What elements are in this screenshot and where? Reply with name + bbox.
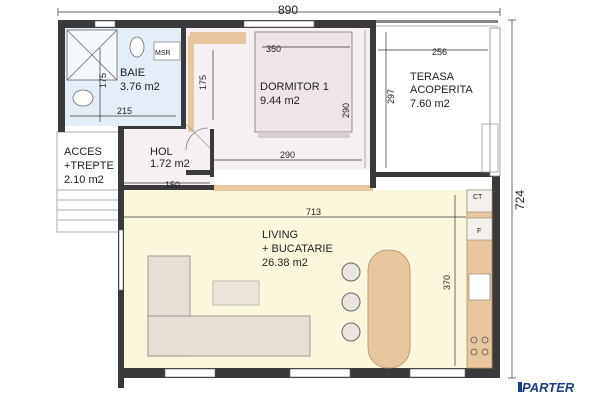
bar-stool-1	[341, 262, 361, 282]
living-name-2: + BUCATARIE	[262, 243, 333, 255]
floor-label: PARTER	[522, 380, 575, 395]
access-name-2: +TREPTE	[64, 160, 114, 172]
tv-console	[213, 185, 373, 191]
access-area: 2.10 m2	[64, 174, 104, 186]
hall-door-swing	[185, 127, 209, 151]
hall-area: 1.72 m2	[150, 158, 190, 170]
kitchen-sink	[468, 273, 491, 301]
terrace-height-dim: 297	[386, 89, 396, 104]
f-box	[466, 217, 493, 241]
hall-name: HOL	[150, 146, 173, 158]
coffee-table	[212, 280, 260, 306]
kitchen-island	[367, 249, 411, 369]
msr-box	[153, 41, 181, 61]
dimension-lines	[57, 8, 516, 379]
living-name-1: LIVING	[262, 229, 298, 241]
bath-side-dim: 175	[98, 73, 108, 88]
floor-label-accent	[518, 382, 522, 392]
shower	[66, 29, 118, 81]
windows	[94, 20, 466, 378]
terrace-name-2: ACOPERITA	[410, 84, 473, 96]
bedroom-name: DORMITOR 1	[260, 81, 329, 93]
bedroom-wardrobe	[190, 32, 246, 44]
bar-stool-2	[341, 292, 361, 312]
msr-label: MSR	[155, 50, 171, 57]
bath-name: BAIE	[120, 67, 145, 79]
overall-width-label: 890	[278, 3, 298, 17]
ct-box	[466, 189, 493, 213]
access-name-1: ACCES	[64, 146, 102, 158]
sofa	[147, 255, 311, 357]
bed-footboard	[258, 132, 350, 138]
hall-floor	[124, 128, 214, 185]
overall-height-label: 724	[513, 190, 527, 210]
bedroom-door-swing	[185, 123, 211, 149]
bed-width-dim: 350	[266, 44, 281, 54]
bath-area: 3.76 m2	[120, 81, 160, 93]
f-label: F	[477, 228, 481, 235]
bedroom-area: 9.44 m2	[260, 95, 300, 107]
living-area: 26.38 m2	[262, 257, 308, 269]
toilet	[129, 36, 145, 58]
ct-label: CT	[473, 194, 483, 201]
living-height-dim: 370	[442, 275, 452, 290]
cooktop	[470, 336, 489, 356]
bedroom-height-dim: 290	[341, 103, 351, 118]
sink	[72, 89, 94, 107]
bath-bottom-dim: 215	[117, 106, 132, 116]
terrace-floor	[375, 28, 501, 176]
terrace-area: 7.60 m2	[410, 98, 450, 110]
living-width-dim: 713	[306, 207, 321, 217]
bedroom-left-dim: 175	[198, 75, 208, 90]
access-steps	[56, 131, 120, 233]
terrace-name-1: TERASA	[410, 71, 455, 83]
bar-stool-3	[341, 322, 361, 342]
hall-width-dim: 150	[165, 180, 180, 190]
bed	[254, 31, 353, 133]
terrace-railing	[376, 25, 499, 173]
bedroom-width-dim: 290	[280, 150, 295, 160]
bedroom-side-shelf	[188, 36, 194, 132]
access-floor	[57, 132, 119, 232]
terrace-width-dim: 256	[432, 47, 447, 57]
